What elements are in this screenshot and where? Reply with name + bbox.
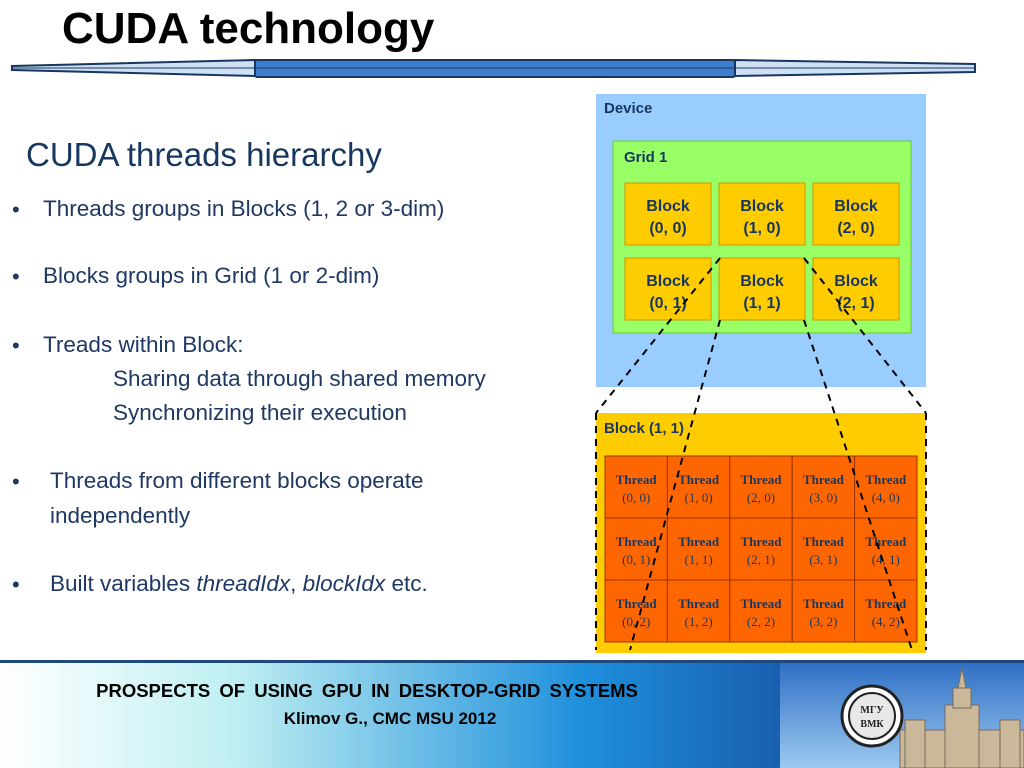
thread-index: (0, 0) bbox=[622, 490, 650, 505]
cuda-hierarchy-diagram: Device Grid 1 Block(0, 0)Block(1, 0)Bloc… bbox=[595, 94, 927, 653]
var-threadidx: threadIdx bbox=[196, 571, 291, 596]
thread-cell: Thread (1, 2) bbox=[666, 579, 731, 643]
university-building-icon bbox=[899, 667, 1024, 768]
bullet-item: Built variables threadIdx, blockIdx etc. bbox=[50, 571, 428, 597]
university-emblem-icon: МГУ ВМК bbox=[840, 684, 904, 748]
thread-label: Thread bbox=[803, 596, 845, 611]
grid-block: Block (1, 0) bbox=[718, 182, 806, 246]
bullet-marker: • bbox=[12, 469, 20, 494]
grid-block: Block (2, 1) bbox=[812, 257, 900, 321]
slide-title: CUDA technology bbox=[62, 4, 435, 53]
bullet-item: Threads from different blocks operate bbox=[50, 468, 424, 493]
logo-text-bottom: ВМК bbox=[860, 719, 884, 730]
thread-cell: Thread (3, 0) bbox=[791, 455, 856, 519]
grid-block: Block (0, 0) bbox=[624, 182, 712, 246]
grid-block: Block (0, 1) bbox=[624, 257, 712, 321]
thread-cell: Thread (2, 0) bbox=[729, 455, 793, 519]
grid-block-label: (0, 0) bbox=[649, 220, 686, 237]
grid-block-label: (2, 1) bbox=[837, 295, 874, 312]
footer-banner: МГУ ВМК bbox=[0, 660, 1024, 768]
thread-index: (1, 1) bbox=[685, 552, 713, 567]
bullet-item: Threads groups in Blocks (1, 2 or 3-dim) bbox=[43, 196, 445, 221]
thread-index: (1, 0) bbox=[685, 490, 713, 505]
logo-text-top: МГУ bbox=[860, 705, 884, 716]
thread-label: Thread bbox=[678, 534, 720, 549]
thread-cell: Thread (2, 2) bbox=[729, 579, 793, 643]
grid-block-label: (1, 0) bbox=[743, 220, 780, 237]
thread-cell: Thread (4, 1) bbox=[854, 517, 918, 581]
title-underline-bar bbox=[11, 58, 976, 78]
thread-index: (4, 0) bbox=[872, 490, 900, 505]
grid-block: Block (2, 0) bbox=[812, 182, 900, 246]
bullet-marker: • bbox=[12, 197, 20, 222]
grid-block-label: (1, 1) bbox=[743, 295, 780, 312]
thread-index: (2, 0) bbox=[747, 490, 775, 505]
thread-label: Thread bbox=[741, 472, 783, 487]
footer-author: Klimov G., CMC MSU 2012 bbox=[283, 709, 497, 728]
bullet-marker: • bbox=[12, 333, 20, 358]
var-blockidx: blockIdx bbox=[302, 571, 386, 596]
thread-label: Thread bbox=[741, 534, 783, 549]
bullet-list: • Threads groups in Blocks (1, 2 or 3-di… bbox=[0, 0, 600, 640]
grid-block-label: Block bbox=[740, 198, 784, 215]
grid-blocks: Block (0, 0) Block (1, 0) Block (2, 0) Block (0… bbox=[624, 182, 900, 321]
zoom-connector-lines bbox=[595, 257, 927, 651]
thread-cell: Thread (3, 1) bbox=[791, 517, 856, 581]
section-subtitle: CUDA threads hierarchy bbox=[26, 136, 382, 173]
block-detail-label: Block (1, 1) bbox=[604, 420, 684, 437]
thread-label: Thread bbox=[865, 596, 907, 611]
bullet-marker: • bbox=[12, 572, 20, 597]
thread-cell: Thread (3, 2) bbox=[791, 579, 856, 643]
bullet-item: Blocks groups in Grid (1 or 2-dim) bbox=[43, 263, 380, 288]
thread-cell: Thread (2, 1) bbox=[729, 517, 793, 581]
thread-label: Thread bbox=[678, 596, 720, 611]
thread-label: Thread bbox=[616, 596, 658, 611]
device-label: Device bbox=[604, 100, 652, 117]
thread-label: Thread bbox=[678, 472, 720, 487]
thread-cell: Thread (4, 0) bbox=[854, 455, 918, 519]
thread-label: Thread bbox=[616, 534, 658, 549]
thread-index: (2, 1) bbox=[747, 552, 775, 567]
thread-index: (3, 0) bbox=[809, 490, 837, 505]
bullet-separator: , bbox=[290, 571, 303, 596]
thread-label: Thread bbox=[616, 472, 658, 487]
thread-index: (1, 2) bbox=[685, 614, 713, 629]
grid-block-label: Block bbox=[646, 198, 690, 215]
grid-block: Block (1, 1) bbox=[718, 257, 806, 321]
bullet-sub-item: Sharing data through shared memory bbox=[113, 366, 486, 391]
thread-label: Thread bbox=[865, 472, 907, 487]
bullet-suffix: etc. bbox=[385, 571, 428, 596]
thread-index: (4, 2) bbox=[872, 614, 900, 629]
grid-block-label: Block bbox=[740, 273, 784, 290]
footer-title: PROSPECTS OF USING GPU IN DESKTOP-GRID S… bbox=[96, 680, 638, 701]
thread-cell: Thread (4, 2) bbox=[854, 579, 918, 643]
grid-block-label: Block bbox=[646, 273, 690, 290]
bullet-sub-item: Synchronizing their execution bbox=[113, 400, 407, 425]
thread-index: (2, 2) bbox=[747, 614, 775, 629]
thread-index: (4, 1) bbox=[872, 552, 900, 567]
thread-label: Thread bbox=[741, 596, 783, 611]
grid-block-label: (2, 0) bbox=[837, 220, 874, 237]
thread-index: (0, 2) bbox=[622, 614, 650, 629]
thread-cell: Thread (0, 2) bbox=[604, 579, 668, 643]
thread-index: (3, 2) bbox=[809, 614, 837, 629]
grid-block-label: Block bbox=[834, 198, 878, 215]
grid-block-label: (0, 1) bbox=[649, 295, 686, 312]
bullet-item-continuation: independently bbox=[50, 503, 191, 528]
thread-label: Thread bbox=[803, 534, 845, 549]
bullet-marker: • bbox=[12, 264, 20, 289]
thread-index: (3, 1) bbox=[809, 552, 837, 567]
thread-grid: Thread(0, 0)Thread(1, 0)Thread(2, 0)Thre… bbox=[604, 455, 918, 643]
thread-cell: Thread (1, 0) bbox=[666, 455, 731, 519]
grid-block-label: Block bbox=[834, 273, 878, 290]
thread-label: Thread bbox=[865, 534, 907, 549]
bullet-item: Treads within Block: bbox=[43, 332, 244, 357]
thread-label: Thread bbox=[803, 472, 845, 487]
thread-cell: Thread (1, 1) bbox=[666, 517, 731, 581]
bullet-text: Built variables bbox=[50, 571, 197, 596]
thread-index: (0, 1) bbox=[622, 552, 650, 567]
grid-label: Grid 1 bbox=[624, 149, 667, 166]
thread-cell: Thread (0, 0) bbox=[604, 455, 668, 519]
